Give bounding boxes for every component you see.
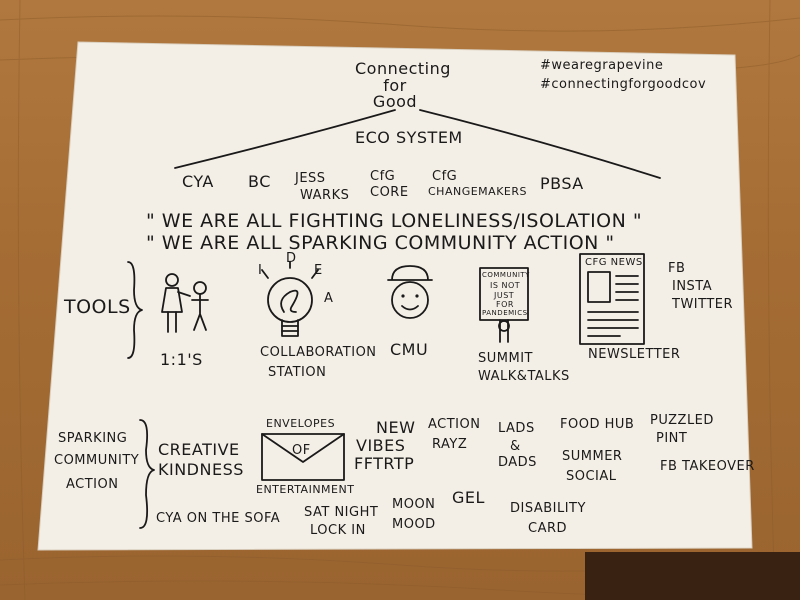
creative-line2: KINDNESS — [158, 460, 244, 479]
people-figures-icon — [161, 273, 209, 333]
sign-text-5: PANDEMICS — [482, 309, 528, 317]
title-line2: for — [383, 76, 407, 95]
branch-pbsa: PBSA — [540, 174, 584, 193]
newspaper-icon — [579, 253, 645, 345]
envelopes-of: OF — [292, 443, 311, 458]
tool-summit: SUMMIT — [478, 351, 533, 366]
summer-1: SUMMER — [562, 449, 623, 464]
ecosystem-label: ECO SYSTEM — [355, 128, 463, 147]
sign-text-1: COMMUNITY — [482, 271, 530, 279]
tool-twitter: TWITTER — [672, 297, 734, 312]
quote-loneliness: " WE ARE ALL FIGHTING LONELINESS/ISOLATI… — [146, 210, 643, 232]
moon-2: MOOD — [392, 517, 436, 532]
sat-night-2: LOCK IN — [310, 523, 366, 538]
quote-community-action: " WE ARE ALL SPARKING COMMUNITY ACTION " — [146, 232, 615, 254]
lads-1: LADS — [498, 421, 535, 436]
new-vibes-2: VIBES — [356, 436, 406, 455]
sparking-label-3: ACTION — [66, 477, 119, 492]
branch-cya: CYA — [182, 172, 214, 191]
hashtag-connectingforgood: #connectingforgoodcov — [540, 77, 707, 92]
bulb-letter-a: A — [324, 291, 334, 306]
face-with-hat-icon — [387, 265, 433, 319]
new-vibes-3: FFTRTP — [354, 454, 415, 473]
tool-walk-talks: WALK&TALKS — [478, 369, 570, 384]
moon-1: MOON — [392, 497, 436, 512]
sparking-label-2: COMMUNITY — [54, 453, 140, 468]
envelope-icon — [261, 433, 345, 481]
branch-cfg-2: CfG — [432, 169, 458, 184]
shadow-strip — [585, 552, 800, 600]
puzzled-1: PUZZLED — [650, 413, 714, 428]
cya-on-the-sofa: CYA ON THE SOFA — [156, 511, 281, 526]
tool-cmu: CMU — [390, 340, 429, 359]
envelopes-bottom: ENTERTAINMENT — [256, 483, 355, 496]
lads-3: DADS — [498, 455, 537, 470]
disability-1: DISABILITY — [510, 501, 586, 516]
fb-takeover: FB TAKEOVER — [660, 459, 755, 474]
lads-2: & — [510, 439, 521, 454]
newspaper-header: CFG NEWS — [585, 257, 643, 268]
food-hub: FOOD HUB — [560, 417, 635, 432]
envelopes-top: ENVELOPES — [266, 417, 336, 430]
summer-2: SOCIAL — [566, 469, 617, 484]
tool-station: STATION — [268, 365, 327, 380]
branch-jess: JESS — [295, 171, 326, 186]
sparking-label-1: SPARKING — [58, 431, 128, 446]
action-2: RAYZ — [432, 437, 468, 452]
lightbulb-icon — [261, 261, 319, 337]
branch-cfg-1: CfG — [370, 169, 396, 184]
bulb-letter-d: D — [286, 251, 297, 266]
tool-fb: FB — [668, 261, 686, 276]
sign-text-3: JUST — [494, 291, 515, 300]
sign-text-4: FOR — [496, 300, 514, 309]
puzzled-2: PINT — [656, 431, 688, 446]
bulb-letter-i: I — [258, 263, 263, 278]
tool-collaboration: COLLABORATION — [260, 345, 377, 360]
tools-label: TOOLS — [64, 296, 131, 318]
branch-warks: WARKS — [300, 188, 350, 203]
gel: GEL — [452, 488, 485, 507]
tool-newsletter: NEWSLETTER — [588, 347, 681, 362]
creative-line1: CREATIVE — [158, 440, 240, 459]
branch-bc: BC — [248, 172, 271, 191]
bulb-letter-e: E — [314, 263, 323, 278]
title-line1: Connecting — [355, 59, 451, 78]
title-line3: Good — [372, 92, 418, 111]
branch-core: CORE — [370, 185, 409, 200]
new-vibes-1: NEW — [376, 418, 416, 437]
disability-2: CARD — [528, 521, 568, 536]
branch-changemakers: CHANGEMAKERS — [428, 185, 527, 198]
hashtag-grapevine: #wearegrapevine — [540, 58, 664, 73]
sat-night-1: SAT NIGHT — [304, 505, 379, 520]
action-1: ACTION — [428, 417, 481, 432]
tool-one-to-one: 1:1'S — [160, 350, 203, 369]
protest-sign-icon — [479, 267, 529, 343]
tool-insta: INSTA — [672, 279, 713, 294]
sign-text-2: IS NOT — [490, 281, 521, 290]
